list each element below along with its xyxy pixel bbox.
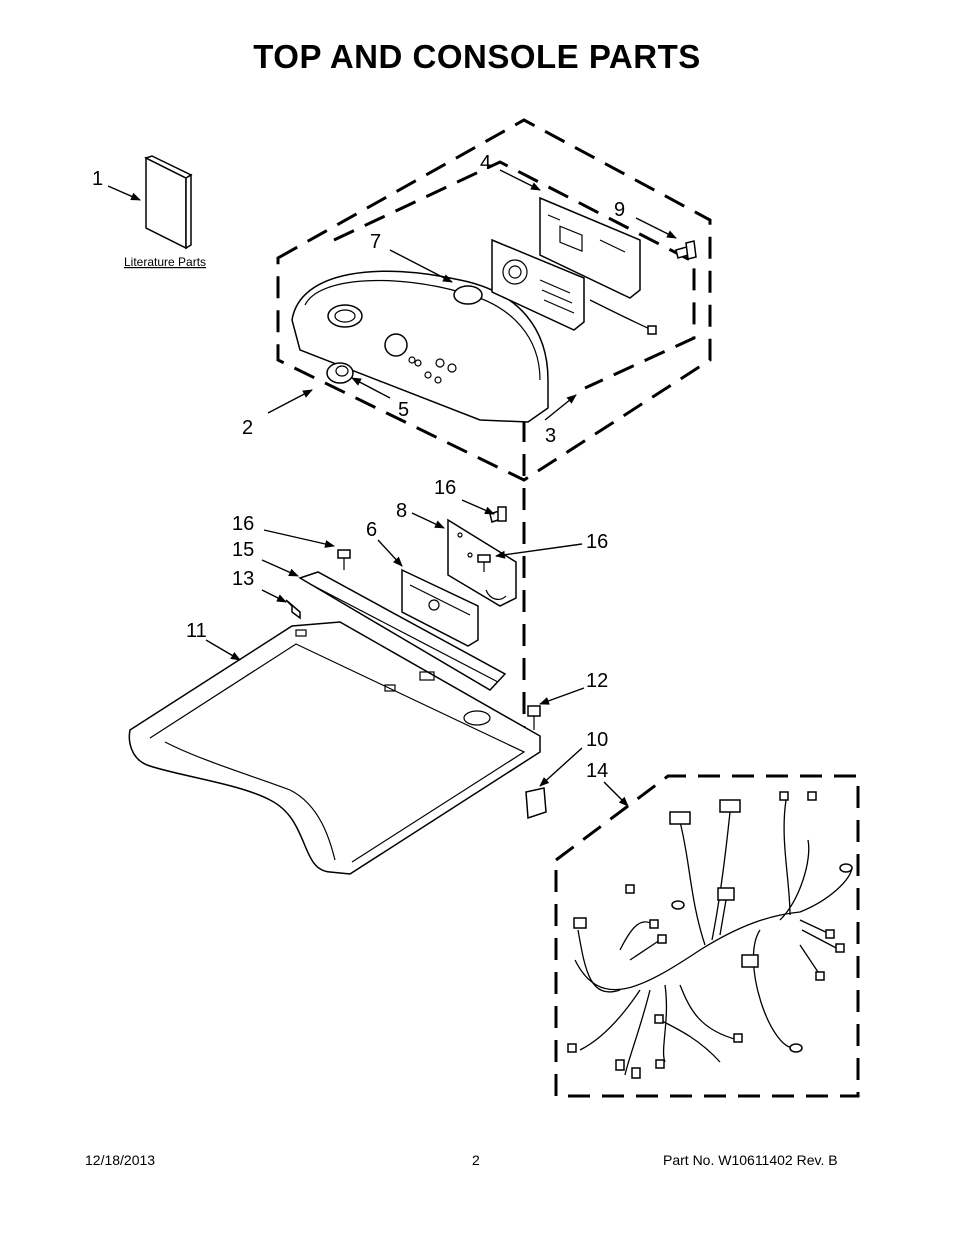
- callout-16-left: 16: [232, 513, 254, 535]
- callout-7: 7: [370, 231, 381, 253]
- page-title: TOP AND CONSOLE PARTS: [253, 38, 701, 75]
- dryer-top: [128, 621, 541, 875]
- callout-2: 2: [242, 417, 253, 439]
- footer-page-number: 2: [472, 1152, 480, 1168]
- wire-harness: [567, 791, 853, 1079]
- screw-9: [675, 240, 697, 260]
- clip-10: [525, 787, 547, 820]
- screw-16-top: [489, 506, 507, 523]
- harness-dashed-outline: [554, 774, 860, 1098]
- callout-6: 6: [366, 519, 377, 541]
- footer-part-number: Part No. W10611402 Rev. B: [663, 1152, 838, 1168]
- footer-date: 12/18/2013: [85, 1152, 156, 1168]
- callout-12: 12: [586, 670, 608, 692]
- control-board-rear: [539, 196, 641, 299]
- screw-16-left: [337, 549, 351, 570]
- screw-12: [527, 705, 541, 730]
- gasket-ring: [453, 285, 483, 305]
- callout-4: 4: [480, 152, 491, 174]
- callout-8: 8: [396, 500, 407, 522]
- literature-label: Literature Parts: [124, 255, 206, 269]
- console-rail: [298, 571, 507, 691]
- callout-9: 9: [614, 199, 625, 221]
- callout-1: 1: [92, 168, 103, 190]
- control-board-front: [491, 238, 657, 335]
- callout-11: 11: [186, 620, 207, 642]
- console-dashed-outline: [276, 118, 712, 482]
- callout-16-right: 16: [586, 531, 608, 553]
- mounting-bracket: [447, 518, 517, 607]
- control-module: [401, 568, 479, 647]
- callout-3: 3: [545, 425, 556, 447]
- callout-16-top: 16: [434, 477, 456, 499]
- hex-key: [285, 599, 301, 620]
- callout-15: 15: [232, 539, 254, 561]
- callout-14: 14: [586, 760, 608, 782]
- console-panel: [291, 270, 549, 423]
- screw-16-right: [477, 554, 491, 572]
- console-inner-dashed: [333, 160, 696, 390]
- callout-13: 13: [232, 568, 254, 590]
- literature-book: [144, 155, 193, 250]
- knob: [326, 362, 354, 384]
- callout-10: 10: [586, 729, 608, 751]
- callout-5: 5: [398, 399, 409, 421]
